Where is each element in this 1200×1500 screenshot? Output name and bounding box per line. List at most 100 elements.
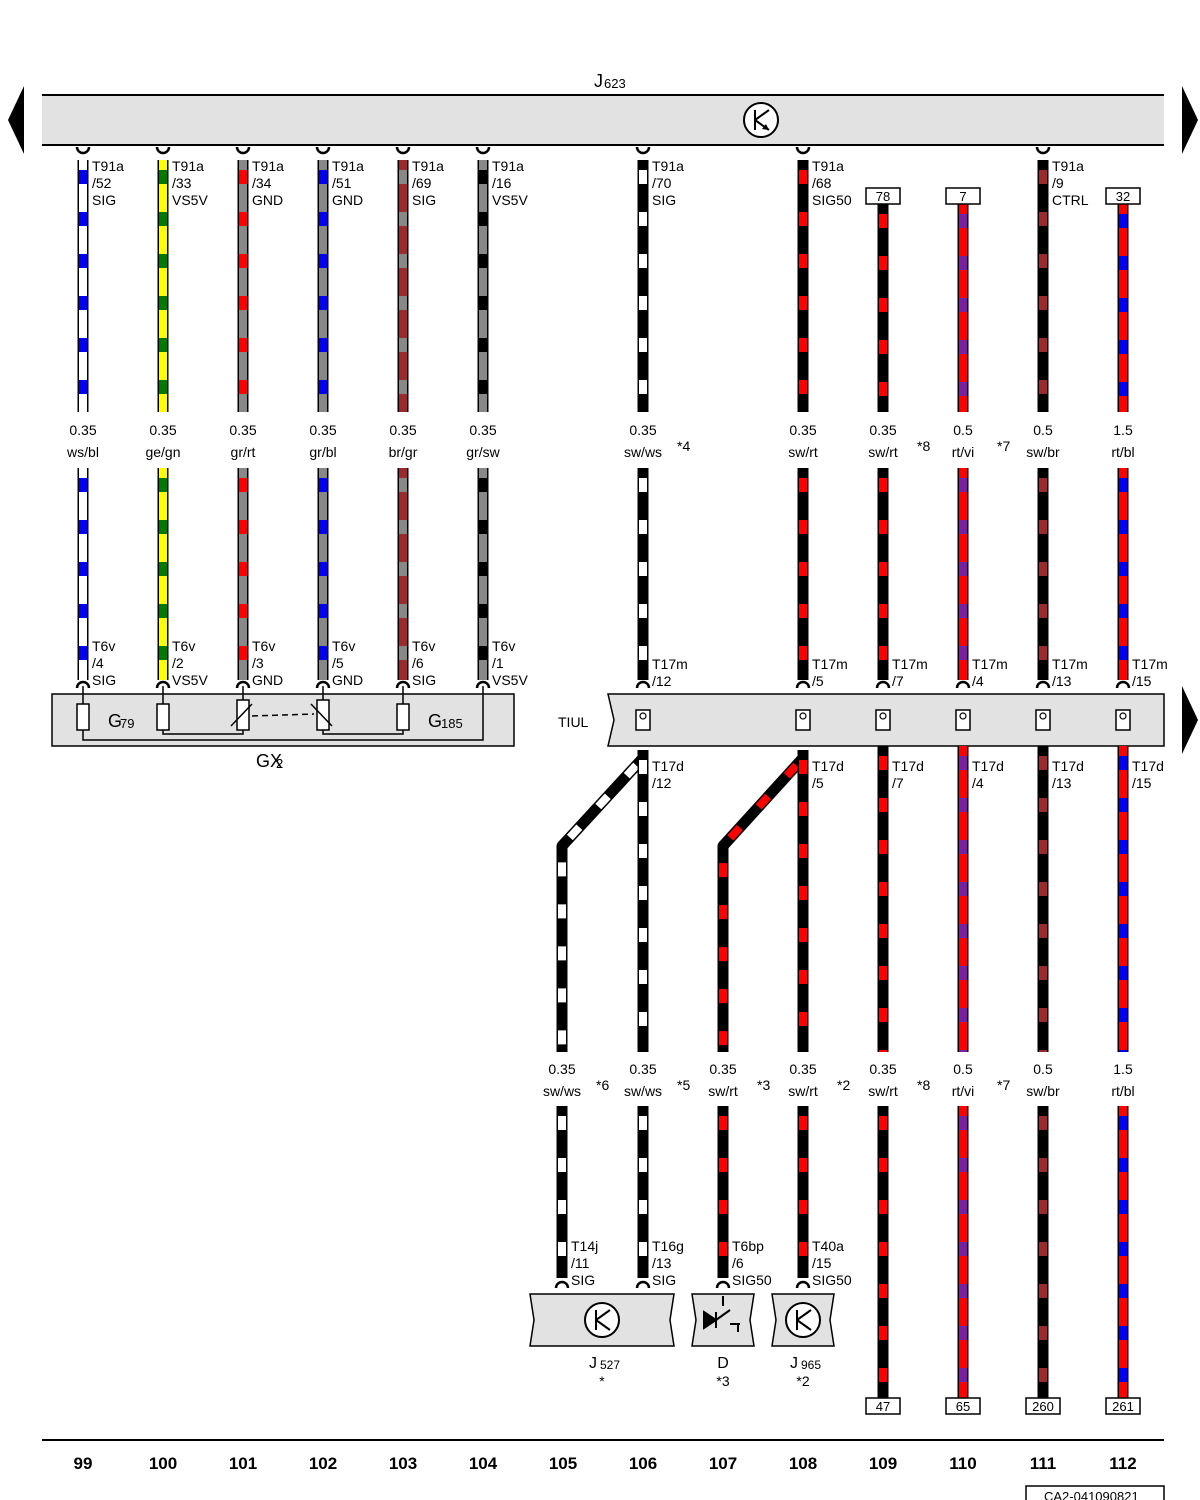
connector-label: /13 (1052, 673, 1072, 689)
fuse-mark (799, 712, 807, 720)
device-name: D (717, 1355, 729, 1372)
connector-pin-icon (635, 680, 651, 689)
connector-pin-icon (75, 146, 91, 155)
ecu-sub: 623 (604, 76, 626, 91)
device-sub: 965 (801, 1358, 821, 1372)
wire-size: 1.5 (1113, 1061, 1133, 1077)
connector-pin-icon (635, 1280, 651, 1289)
ecu-name: J (594, 71, 603, 91)
wire-stripe (719, 755, 806, 1052)
connector-label: /33 (172, 175, 192, 191)
ref-bottom-box (865, 1397, 901, 1415)
connector-label: T17m (972, 656, 1008, 672)
connector-label: /11 (571, 1255, 590, 1271)
wire-color: sw/br (1026, 1083, 1060, 1099)
fuse-icon (635, 709, 651, 731)
connector-label: GND (252, 672, 283, 688)
device-note: *2 (796, 1373, 809, 1389)
connector-label: /15 (1132, 775, 1152, 791)
wires: T91a/52SIG0.35ws/blT6v/4SIGT91a/33VS5V0.… (66, 146, 1168, 1415)
ignition-switch-icon (703, 1296, 740, 1332)
column-number: 111 (1030, 1454, 1057, 1473)
wire-color: sw/rt (788, 444, 818, 460)
wire-color: sw/ws (624, 444, 662, 460)
column-number: 109 (869, 1454, 897, 1473)
connector-label: T6bp (732, 1238, 764, 1254)
continue-right-arrow-icon[interactable] (1182, 686, 1198, 754)
previous-page-arrow-icon[interactable] (8, 86, 24, 154)
connector-pin-icon (715, 1280, 731, 1289)
connector-label: T91a (172, 158, 204, 174)
connector-pin-icon (1115, 680, 1131, 689)
wire-note: *7 (997, 438, 1010, 454)
connector-label: VS5V (492, 192, 528, 208)
connector-label: SIG (412, 192, 436, 208)
wire-color: sw/ws (543, 1083, 581, 1099)
fuse-icon (875, 709, 891, 731)
ref-top-box (865, 187, 901, 205)
connector-pin-icon (635, 146, 651, 155)
wire-size: 0.35 (389, 422, 416, 438)
connector-label: /13 (1052, 775, 1072, 791)
wire-size: 0.35 (869, 422, 896, 438)
device-j965 (771, 1293, 835, 1347)
connector-label: /68 (812, 175, 832, 191)
wire-note: *7 (997, 1077, 1010, 1093)
device-name: J (589, 1355, 597, 1372)
connector-label: T17d (892, 758, 924, 774)
connector-label: /12 (652, 673, 672, 689)
connector-pin-icon (795, 146, 811, 155)
column-number: 104 (469, 1454, 498, 1473)
wire-size: 0.35 (469, 422, 496, 438)
wire-color: sw/br (1026, 444, 1060, 460)
connector-label: SIG50 (732, 1272, 772, 1288)
fuse-icon (1115, 709, 1131, 731)
connector-pin-icon (875, 680, 891, 689)
wire-note: *5 (677, 1077, 690, 1093)
connector-label: T14j (571, 1238, 598, 1254)
connector-label: CTRL (1052, 192, 1089, 208)
connector-pin-icon (1035, 146, 1051, 155)
device-d (691, 1293, 755, 1347)
connector-label: T17m (892, 656, 928, 672)
wire-base (558, 755, 646, 1052)
wire-color: ws/bl (66, 444, 99, 460)
wire-color: ge/gn (145, 444, 180, 460)
connector-label: SIG (652, 192, 676, 208)
connector-label: SIG (92, 672, 116, 688)
connector-label: /51 (332, 175, 352, 191)
fuse-mark (639, 712, 647, 720)
wire-note: *8 (917, 1077, 930, 1093)
connector-label: T17m (1132, 656, 1168, 672)
connector-label: T91a (492, 158, 524, 174)
wire-color: gr/bl (309, 444, 336, 460)
column-number: 101 (229, 1454, 257, 1473)
connector-label: /52 (92, 175, 112, 191)
connector-label: /4 (92, 655, 104, 671)
control-unit-icon (743, 102, 779, 138)
column-number: 105 (549, 1454, 577, 1473)
ref-top: 32 (1116, 189, 1130, 204)
wire-color: br/gr (389, 444, 418, 460)
device-note: * (599, 1373, 605, 1389)
connector-label: /15 (1132, 673, 1152, 689)
fuse-mark (1039, 712, 1047, 720)
connector-pin-icon (235, 146, 251, 155)
fuse-mark (1119, 712, 1127, 720)
connector-label: /16 (492, 175, 512, 191)
connector-label: /6 (412, 655, 424, 671)
wire-size: 0.35 (869, 1061, 896, 1077)
connector-label: T91a (652, 158, 684, 174)
connector-label: /1 (492, 655, 504, 671)
wire-note: *4 (677, 438, 690, 454)
connector-label: T17d (812, 758, 844, 774)
wire-color: sw/rt (708, 1083, 738, 1099)
connector-label: SIG (571, 1272, 595, 1288)
connector-label: T91a (252, 158, 284, 174)
connector-label: VS5V (172, 192, 208, 208)
column-number: 107 (709, 1454, 737, 1473)
next-page-arrow-icon[interactable] (1182, 86, 1198, 154)
wire-color: sw/rt (868, 1083, 898, 1099)
ref-bottom-box (1025, 1397, 1061, 1415)
wire-note: *8 (917, 438, 930, 454)
